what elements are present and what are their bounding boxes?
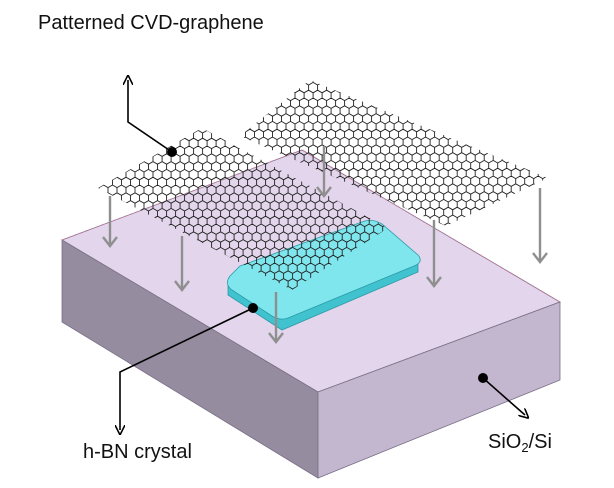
label-substrate: SiO2/Si <box>488 432 552 454</box>
callout-line-hbn <box>120 307 254 430</box>
down-arrow-icon <box>174 236 190 292</box>
callout-line-graphene <box>128 80 173 153</box>
down-arrow-icon <box>268 292 284 344</box>
callout-graphene <box>128 80 177 157</box>
down-arrow-head <box>316 186 332 198</box>
down-arrow-icon <box>426 220 442 288</box>
label-patterned-cvd-graphene: Patterned CVD-graphene <box>38 12 264 34</box>
label-substrate-tail: /Si <box>528 431 552 453</box>
callout-hbn <box>120 303 258 430</box>
callout-line-substrate <box>482 377 525 415</box>
callout-substrate <box>478 373 525 415</box>
label-substrate-main: SiO <box>488 431 522 453</box>
down-arrow-head <box>426 276 442 288</box>
label-hbn-crystal: h-BN crystal <box>83 441 192 463</box>
down-arrow-icon <box>102 196 118 248</box>
down-arrow-icon <box>532 188 548 264</box>
label-substrate-subscript: 2 <box>521 440 529 455</box>
substrate-side-face <box>317 301 561 479</box>
drop-arrows <box>102 146 548 344</box>
down-arrow-head <box>532 252 548 264</box>
down-arrow-head <box>174 280 190 292</box>
down-arrow-head <box>268 332 284 344</box>
down-arrow-head <box>102 236 118 248</box>
down-arrow-icon <box>316 146 332 198</box>
